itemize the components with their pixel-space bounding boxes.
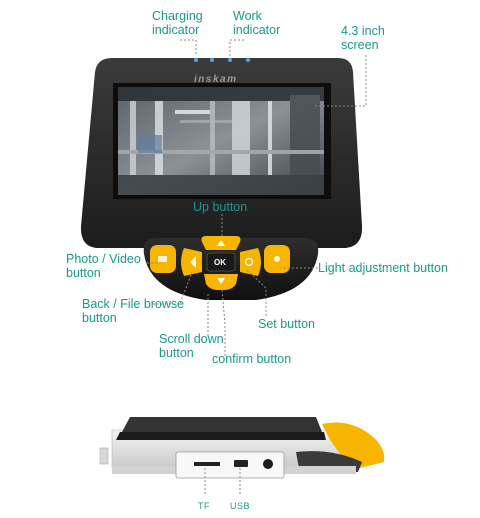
set-button-shape: [240, 248, 261, 276]
ok-button-shape: [206, 252, 236, 272]
tf-label: TF: [198, 501, 210, 511]
work-indicator-label: Work indicator: [233, 9, 281, 37]
charging-indicator-label: Charging indicator: [152, 9, 203, 37]
leader-lines: [147, 39, 367, 494]
set-button-label: Set button: [258, 317, 315, 331]
port-panel: [175, 451, 285, 479]
tf-slot: [194, 462, 220, 466]
work-led: [210, 58, 214, 62]
back-file-browse-button-label: Back / File browse button: [82, 297, 185, 325]
light-icon: [274, 256, 280, 262]
up-arrow-icon: [217, 240, 225, 246]
gear-icon: [244, 257, 254, 267]
up-button-label: Up button: [193, 200, 248, 214]
usb-label: USB: [230, 501, 251, 511]
light-adjustment-button-label: Light adjustment button: [318, 261, 448, 275]
camera-icon: [158, 256, 167, 262]
confirm-button-label: confirm button: [212, 352, 292, 366]
audio-jack: [263, 459, 273, 469]
ok-button: OK: [214, 258, 226, 267]
usb-port: [234, 460, 248, 467]
down-arrow-icon: [217, 278, 225, 284]
screen-label: 4.3 inch screen: [341, 24, 385, 52]
scroll-down-button-label: Scroll down button: [159, 332, 224, 360]
photo-video-button-label: Photo / Video button: [66, 252, 141, 280]
back-arrow-icon: [190, 256, 196, 268]
brand-logo-text: inskam: [194, 74, 238, 85]
pipe-scene: [118, 87, 324, 195]
charging-led: [194, 58, 198, 62]
side-view-device: [99, 417, 385, 479]
